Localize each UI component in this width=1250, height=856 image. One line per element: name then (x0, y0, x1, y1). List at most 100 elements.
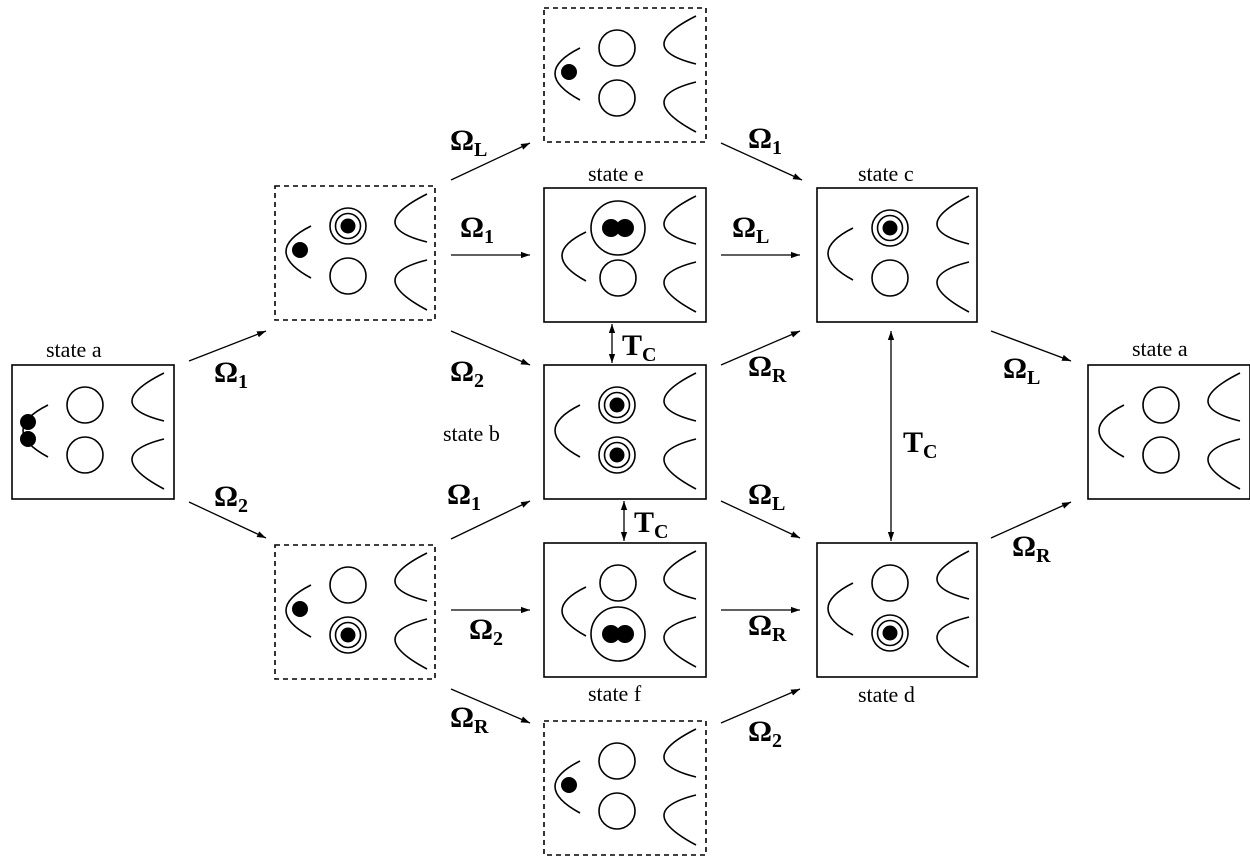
state-boxes (11, 7, 1250, 856)
label-omega-L-to-top: ΩL (450, 124, 487, 161)
dot-circle-bottom (329, 616, 367, 654)
state-c-label: state c (858, 161, 914, 186)
left-lead (827, 582, 854, 636)
dot-ring-bottom (876, 619, 904, 647)
label-tc-b-f: TC (634, 506, 668, 543)
dot-circle-top-large (590, 200, 646, 256)
right-lead-bottom (663, 616, 697, 668)
transition-arrow (990, 330, 1072, 362)
right-lead-top (1207, 372, 1241, 422)
electron (616, 625, 634, 643)
electron (602, 219, 620, 237)
right-lead-bottom (936, 261, 970, 313)
state-f-label: state f (588, 681, 642, 706)
dot-circle-top (598, 386, 636, 424)
right-lead-bottom (663, 794, 697, 846)
label-omega-2-to-f: Ω2 (469, 613, 503, 650)
transition-arrows (188, 142, 1072, 724)
state-a-right-label: state a (1132, 336, 1188, 361)
label-omega-1-to-b: Ω1 (447, 478, 481, 515)
electron (20, 414, 36, 430)
right-lead-top (663, 372, 697, 422)
left-lead (554, 404, 581, 458)
state-e-box (543, 187, 707, 323)
right-lead-top (663, 195, 697, 245)
state-e-label: state e (588, 161, 644, 186)
label-tc-e-b: TC (622, 329, 656, 366)
left-lead (561, 586, 587, 637)
electron (20, 431, 36, 447)
electron (882, 625, 898, 641)
left-lead (554, 47, 581, 101)
right-lead-top (936, 550, 970, 600)
dot-circle-bottom (329, 257, 367, 295)
right-lead-bottom (663, 438, 697, 490)
left-lead (22, 404, 49, 458)
left-lead (285, 225, 312, 279)
dot-circle-bottom (598, 792, 636, 830)
right-lead-top (663, 15, 697, 65)
electron (561, 777, 577, 793)
left-lead (554, 760, 581, 814)
state-a-right-box (1087, 364, 1250, 500)
transition-arrow (450, 142, 531, 181)
transition-arrow (450, 500, 531, 540)
dot-circle-bottom-large (590, 606, 646, 662)
label-omega-1-to-e: Ω1 (460, 211, 494, 248)
right-lead-bottom (663, 261, 697, 313)
state-d-box (816, 542, 978, 678)
label-omega-2-to-b: Ω2 (450, 355, 484, 392)
electron (602, 625, 620, 643)
top-dashed-box (543, 7, 707, 143)
dot-ring-top (334, 212, 362, 240)
box-outline (816, 542, 978, 678)
right-lead-bottom (936, 616, 970, 668)
transition-arrow (720, 688, 801, 724)
label-omega-L-e-to-c: ΩL (732, 211, 769, 248)
dot-ring-bottom (603, 441, 631, 469)
right-lead-bottom (1207, 438, 1241, 490)
box-outline (543, 187, 707, 323)
electron (292, 242, 308, 258)
transition-arrow (188, 501, 267, 539)
box-outline (543, 364, 707, 500)
right-lead-top (936, 195, 970, 245)
label-tc-c-d: TC (903, 426, 937, 463)
electron (340, 627, 356, 643)
right-lead-top (394, 193, 428, 243)
transition-arrow (720, 500, 801, 539)
state-b-box (543, 364, 707, 500)
dot-ring-top (876, 214, 904, 242)
dot-circle-top (1142, 386, 1180, 424)
transition-arrow (720, 142, 803, 181)
dot-circle-bottom (66, 436, 104, 474)
electron (609, 397, 625, 413)
state-b-label: state b (443, 421, 500, 446)
box-outline (1087, 364, 1250, 500)
label-omega-R-to-bottom: ΩR (450, 701, 489, 738)
dot-circle-bottom (598, 436, 636, 474)
intermediate-bottom-box (274, 544, 436, 680)
box-outline (11, 364, 175, 500)
electron (340, 218, 356, 234)
right-lead-bottom (663, 81, 697, 133)
left-lead (561, 231, 587, 282)
right-lead-top (131, 372, 165, 422)
transition-arrow (450, 688, 531, 724)
box-outline (543, 720, 707, 856)
right-lead-top (663, 550, 697, 600)
dot-circle-bottom (599, 259, 637, 297)
dot-circle-top (329, 207, 367, 245)
state-c-box (816, 187, 978, 323)
box-outline (274, 185, 436, 321)
transition-arrow (720, 330, 801, 366)
dot-circle-top (598, 29, 636, 67)
electron (616, 219, 634, 237)
dot-circle-bottom (598, 79, 636, 117)
intermediate-top-box (274, 185, 436, 321)
right-lead-bottom (394, 618, 428, 670)
right-lead-top (663, 728, 697, 778)
dot-circle-top (329, 566, 367, 604)
label-omega-2-a-bottom: Ω2 (214, 480, 248, 517)
